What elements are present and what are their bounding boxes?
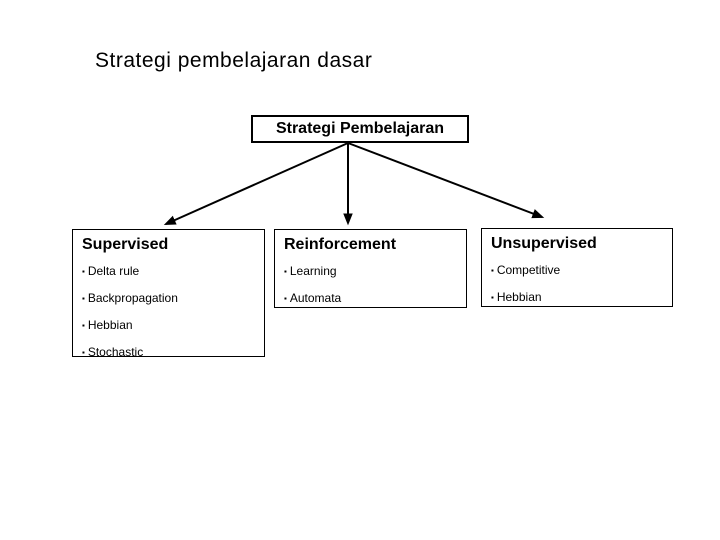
node-box-supervised: Supervised ▪Delta rule ▪Backpropagation … xyxy=(72,229,265,359)
node-box-header: Supervised xyxy=(82,236,169,253)
node-box-unsupervised: Unsupervised ▪Competitive ▪Hebbian xyxy=(481,228,673,307)
square-bullet-icon: ▪ xyxy=(491,293,494,302)
square-bullet-icon: ▪ xyxy=(82,267,85,276)
list-item: ▪Learning xyxy=(284,258,457,285)
list-item-label: Backpropagation xyxy=(87,291,178,305)
node-box-reinforcement: Reinforcement ▪Learning ▪Automata xyxy=(274,229,467,308)
list-item-label: Stochastic xyxy=(87,345,144,359)
square-bullet-icon: ▪ xyxy=(82,321,85,330)
list-item: ▪Stochastic xyxy=(82,339,255,366)
list-item: ▪Hebbian xyxy=(491,284,663,311)
arrow-to-unsupervised xyxy=(347,142,545,219)
list-item: ▪Hebbian xyxy=(82,312,255,339)
square-bullet-icon: ▪ xyxy=(284,267,287,276)
list-item: ▪Delta rule xyxy=(82,258,255,285)
node-box-header: Reinforcement xyxy=(284,236,397,253)
list-item-label: Hebbian xyxy=(87,318,133,332)
list-item: ▪Backpropagation xyxy=(82,285,255,312)
list-item-label: Automata xyxy=(289,291,342,305)
slide-title: Strategi pembelajaran dasar xyxy=(95,49,373,72)
node-box-list: ▪Learning ▪Automata xyxy=(284,258,457,312)
list-item-label: Learning xyxy=(289,264,337,278)
list-item-label: Hebbian xyxy=(496,290,542,304)
node-box-list: ▪Delta rule ▪Backpropagation ▪Hebbian ▪S… xyxy=(82,258,255,366)
square-bullet-icon: ▪ xyxy=(82,348,85,357)
list-item-label: Delta rule xyxy=(87,264,140,278)
root-node-box: Strategi Pembelajaran xyxy=(251,115,469,143)
arrow-to-supervised xyxy=(163,142,349,225)
list-item: ▪Automata xyxy=(284,285,457,312)
list-item: ▪Competitive xyxy=(491,257,663,284)
list-item-label: Competitive xyxy=(496,263,561,277)
square-bullet-icon: ▪ xyxy=(491,266,494,275)
node-box-header: Unsupervised xyxy=(491,235,597,252)
square-bullet-icon: ▪ xyxy=(82,294,85,303)
square-bullet-icon: ▪ xyxy=(284,294,287,303)
node-box-list: ▪Competitive ▪Hebbian xyxy=(491,257,663,311)
